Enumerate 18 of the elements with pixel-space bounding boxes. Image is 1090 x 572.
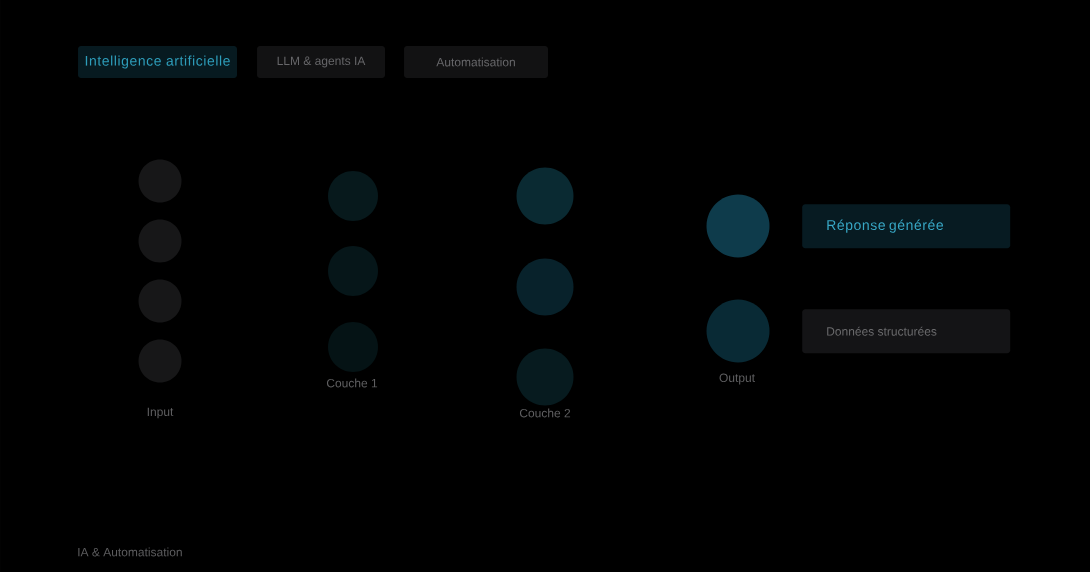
layer-label: Input bbox=[147, 407, 174, 419]
neuron-circle bbox=[706, 194, 770, 258]
tab: Intelligence artificielle bbox=[78, 46, 237, 78]
neuron-circle bbox=[138, 279, 182, 323]
tab: Automatisation bbox=[404, 46, 548, 78]
neuron-circle bbox=[138, 339, 182, 383]
neuron-circle bbox=[516, 167, 574, 225]
output-box: Données structurées bbox=[802, 309, 1011, 354]
output-box: Réponse générée bbox=[802, 204, 1011, 249]
neuron-circle bbox=[328, 246, 378, 296]
neuron-circle bbox=[516, 258, 574, 316]
tab: LLM & agents IA bbox=[257, 46, 385, 78]
neuron-circle bbox=[138, 159, 182, 203]
neuron-circle bbox=[706, 299, 770, 363]
neuron-circle bbox=[138, 219, 182, 263]
neuron-circle bbox=[516, 348, 574, 406]
footer-text: IA & Automatisation bbox=[78, 547, 182, 557]
neuron-circle bbox=[328, 171, 378, 221]
